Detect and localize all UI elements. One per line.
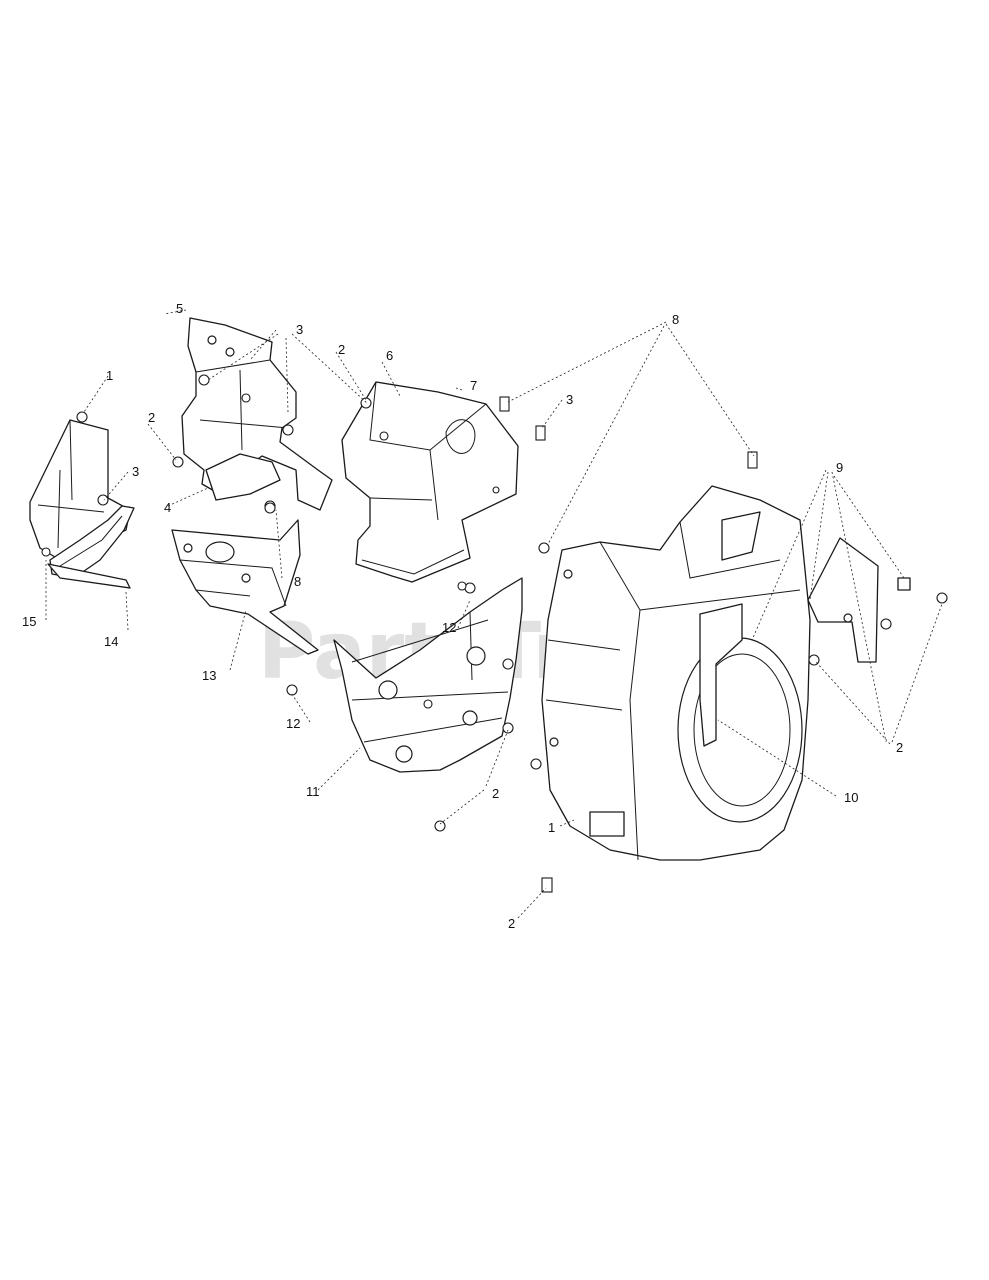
callout-2-left: 2: [148, 410, 155, 425]
part-1-blower-housing: [541, 485, 811, 861]
callout-1-left: 1: [106, 368, 113, 383]
callout-3-left: 3: [132, 464, 139, 479]
callout-4: 4: [164, 500, 171, 515]
part-9-bracket: [807, 537, 948, 666]
callout-5: 5: [176, 301, 183, 316]
callout-2-center: 2: [492, 786, 499, 801]
leader-lines: [45, 309, 943, 919]
callout-10: 10: [844, 790, 858, 805]
callout-3-right: 3: [566, 392, 573, 407]
callout-2-bottom: 2: [508, 916, 515, 931]
part-upper-bracket: [172, 317, 333, 512]
callout-labels: 1 2 3 4 5 3 2 6 7 8 3 8 13 15 14 12 12 1…: [22, 301, 903, 931]
part-6-shroud: [341, 381, 519, 583]
part-11-plate: [286, 577, 523, 832]
callout-12-center: 12: [442, 620, 456, 635]
callout-6: 6: [386, 348, 393, 363]
callout-8-left: 8: [294, 574, 301, 589]
part-13-housing: [171, 519, 319, 655]
part-left-shield: [29, 411, 135, 589]
callout-11: 11: [306, 784, 320, 799]
callout-1-center: 1: [548, 820, 555, 835]
callout-9: 9: [836, 460, 843, 475]
callout-15: 15: [22, 614, 36, 629]
callout-8-top: 8: [672, 312, 679, 327]
callout-12-left: 12: [286, 716, 300, 731]
callout-3-top: 3: [296, 322, 303, 337]
callout-2-top: 2: [338, 342, 345, 357]
callout-14: 14: [104, 634, 118, 649]
callout-7: 7: [470, 378, 477, 393]
callout-2-right: 2: [896, 740, 903, 755]
loose-bolts: [264, 396, 758, 893]
callout-13: 13: [202, 668, 216, 683]
